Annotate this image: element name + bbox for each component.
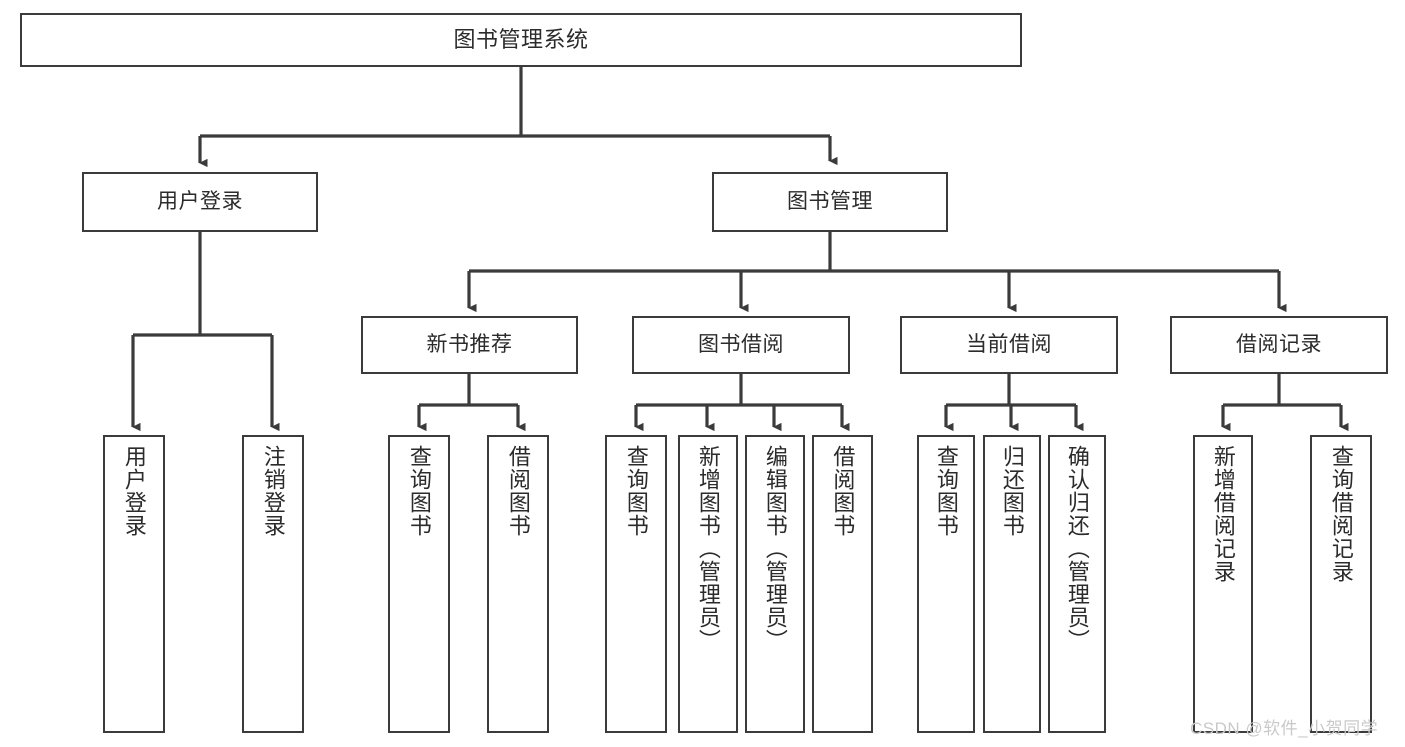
node-root[interactable]: 图书管理系统 — [20, 13, 1022, 67]
node-leaf-confirm-return[interactable]: 确认归还（管理员） — [1048, 435, 1106, 733]
node-leaf-add-record[interactable]: 新增借阅记录 — [1193, 435, 1253, 733]
node-new-book-recommend[interactable]: 新书推荐 — [361, 316, 578, 374]
node-user-login-label: 用户登录 — [157, 190, 243, 214]
node-current-borrow[interactable]: 当前借阅 — [900, 316, 1118, 374]
node-leaf-borrow-book-1-label: 借阅图书 — [505, 445, 531, 537]
node-borrow-record-label: 借阅记录 — [1236, 333, 1322, 357]
node-root-label: 图书管理系统 — [453, 26, 589, 52]
node-leaf-query-book-1[interactable]: 查询图书 — [388, 435, 450, 733]
node-book-borrow[interactable]: 图书借阅 — [632, 316, 850, 374]
node-leaf-query-book-3[interactable]: 查询图书 — [917, 435, 975, 733]
node-leaf-edit-book[interactable]: 编辑图书（管理员） — [745, 435, 805, 733]
node-leaf-query-book-1-label: 查询图书 — [406, 445, 432, 537]
node-book-manage[interactable]: 图书管理 — [712, 172, 948, 232]
node-leaf-add-book[interactable]: 新增图书（管理员） — [678, 435, 738, 733]
node-book-borrow-label: 图书借阅 — [698, 333, 784, 357]
node-user-login[interactable]: 用户登录 — [82, 172, 318, 232]
node-leaf-query-book-2-label: 查询图书 — [623, 445, 649, 537]
node-leaf-add-book-label: 新增图书（管理员） — [695, 445, 721, 652]
node-leaf-user-login[interactable]: 用户登录 — [103, 435, 165, 733]
node-leaf-add-record-label: 新增借阅记录 — [1210, 445, 1236, 583]
node-leaf-return-book[interactable]: 归还图书 — [983, 435, 1041, 733]
node-leaf-user-login-label: 用户登录 — [121, 445, 147, 537]
node-leaf-confirm-return-label: 确认归还（管理员） — [1064, 445, 1090, 652]
node-leaf-borrow-book-1[interactable]: 借阅图书 — [487, 435, 549, 733]
node-leaf-borrow-book-2[interactable]: 借阅图书 — [812, 435, 873, 733]
node-leaf-return-book-label: 归还图书 — [999, 445, 1025, 537]
node-current-borrow-label: 当前借阅 — [966, 333, 1052, 357]
node-leaf-edit-book-label: 编辑图书（管理员） — [762, 445, 788, 652]
node-leaf-query-book-2[interactable]: 查询图书 — [605, 435, 667, 733]
node-leaf-logout-login-label: 注销登录 — [260, 445, 286, 537]
node-borrow-record[interactable]: 借阅记录 — [1170, 316, 1388, 374]
node-book-manage-label: 图书管理 — [787, 190, 873, 214]
node-new-book-recommend-label: 新书推荐 — [426, 333, 513, 357]
node-leaf-query-book-3-label: 查询图书 — [933, 445, 959, 537]
node-leaf-query-record[interactable]: 查询借阅记录 — [1310, 435, 1372, 733]
node-leaf-query-record-label: 查询借阅记录 — [1328, 445, 1354, 583]
node-leaf-logout-login[interactable]: 注销登录 — [242, 435, 304, 733]
node-leaf-borrow-book-2-label: 借阅图书 — [830, 445, 856, 537]
